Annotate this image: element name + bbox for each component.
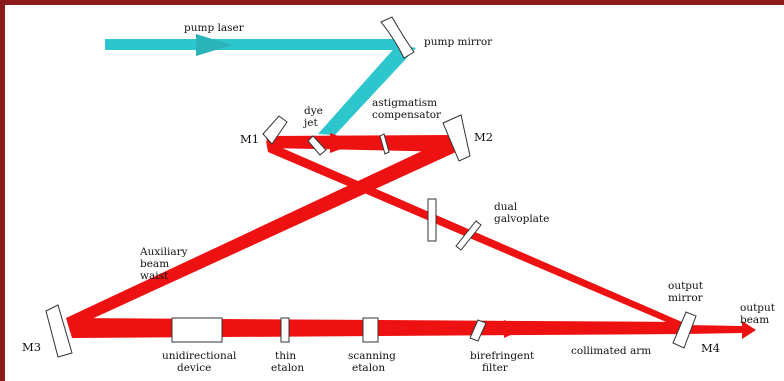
auxiliary-label-line3: waist bbox=[140, 270, 169, 282]
scanning-etalon-label-line1: scanning bbox=[348, 350, 396, 362]
scanning-etalon-label-line2: etalon bbox=[352, 362, 385, 374]
output-beam-label-line2: beam bbox=[740, 314, 769, 326]
scanning-etalon-element bbox=[362, 317, 379, 343]
pump-beam bbox=[105, 34, 416, 135]
beam-m2-m3 bbox=[66, 135, 456, 328]
laser-beams bbox=[66, 133, 756, 339]
m4-label: M4 bbox=[701, 341, 720, 355]
auxiliary-label-line2: beam bbox=[140, 258, 169, 270]
output-beam bbox=[686, 325, 742, 334]
birefringent-label-line1: birefringent bbox=[470, 350, 535, 362]
galvoplate-tilted-element bbox=[455, 220, 482, 251]
dual-galvoplate-label-line2: galvoplate bbox=[494, 213, 549, 225]
labels: pump laser pump mirror dye jet astigmati… bbox=[22, 22, 776, 374]
output-mirror-label-line1: output bbox=[668, 280, 704, 292]
output-beam-label-line1: output bbox=[740, 302, 776, 314]
pump-mirror-label: pump mirror bbox=[424, 36, 493, 48]
thin-etalon-label-line1: thin bbox=[275, 350, 296, 362]
beam-arrow-top bbox=[330, 133, 358, 153]
astigmatism-label-line1: astigmatism bbox=[372, 97, 437, 109]
unidirectional-device-element bbox=[171, 317, 223, 343]
auxiliary-label-line1: Auxiliary bbox=[139, 246, 188, 258]
mirror-m3-element bbox=[45, 304, 73, 358]
m2-label: M2 bbox=[474, 130, 493, 144]
birefringent-label-line2: filter bbox=[482, 362, 509, 374]
dual-galvoplate-label-line1: dual bbox=[494, 201, 518, 213]
m1-label: M1 bbox=[240, 132, 259, 146]
dye-jet-label-line2: jet bbox=[302, 117, 318, 129]
beam-m1-m4 bbox=[266, 141, 685, 330]
pump-mirror-element bbox=[380, 16, 415, 59]
unidirectional-label-line1: unidirectional bbox=[162, 350, 237, 362]
pump-beam-arrow bbox=[196, 34, 232, 56]
mirror-m4-element bbox=[672, 311, 697, 349]
m3-label: M3 bbox=[22, 340, 41, 354]
output-beam-arrow-head bbox=[742, 321, 756, 339]
astigmatism-compensator-element bbox=[379, 133, 390, 155]
dye-jet-label-line1: dye bbox=[304, 105, 323, 117]
dye-jet-element bbox=[307, 135, 327, 156]
thin-etalon-element bbox=[280, 317, 290, 343]
collimated-arm-label: collimated arm bbox=[571, 345, 651, 357]
unidirectional-label-line2: device bbox=[177, 362, 211, 374]
thin-etalon-label-line2: etalon bbox=[271, 362, 304, 374]
galvoplate-vertical-element bbox=[427, 198, 437, 242]
mirror-m1-element bbox=[262, 115, 288, 145]
birefringent-filter-element bbox=[469, 319, 487, 342]
astigmatism-label-line2: compensator bbox=[372, 109, 442, 121]
pump-laser-label: pump laser bbox=[184, 22, 245, 34]
optical-elements bbox=[45, 16, 697, 358]
pump-beam-diagonal bbox=[318, 44, 416, 135]
mirror-m2-element bbox=[442, 114, 471, 162]
output-mirror-label-line2: mirror bbox=[668, 292, 704, 304]
beam-arrow-bottom bbox=[504, 320, 524, 338]
pump-beam-horizontal bbox=[105, 39, 405, 50]
